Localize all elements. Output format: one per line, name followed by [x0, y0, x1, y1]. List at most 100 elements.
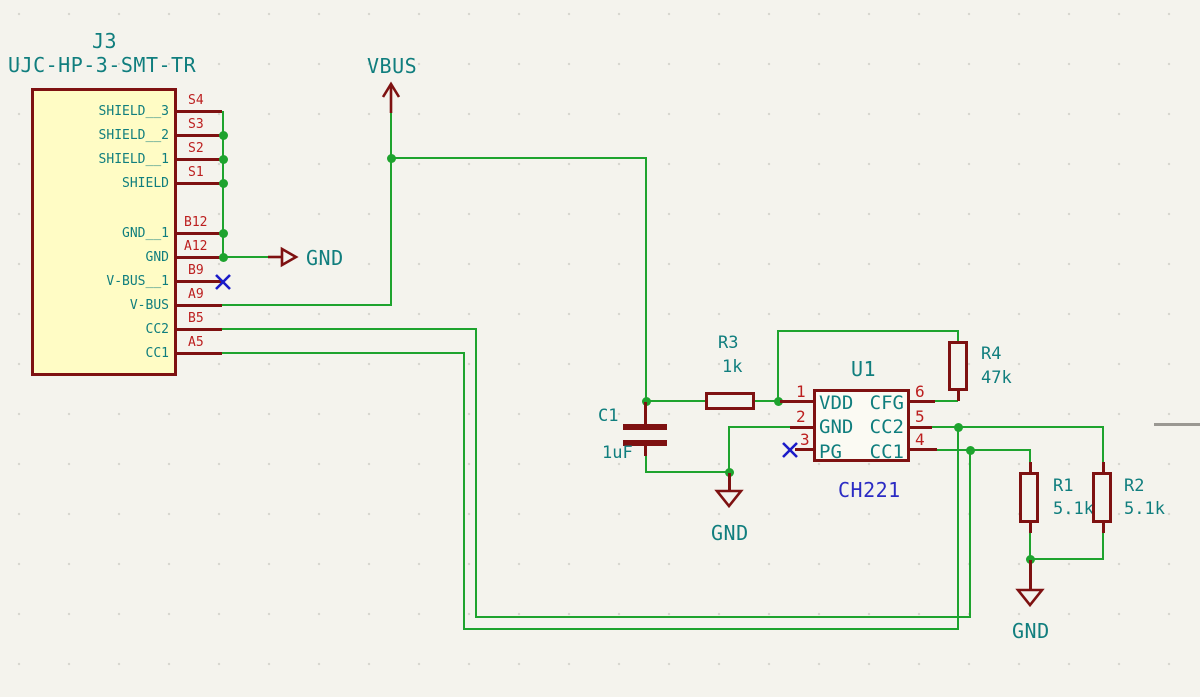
- wire-outer-bottom[interactable]: [463, 628, 959, 630]
- resistor-r1-ref: R1: [1053, 476, 1074, 496]
- wire-inner-left-vertical[interactable]: [475, 329, 477, 618]
- wire-gnd2-drop[interactable]: [728, 426, 730, 472]
- wire-vbus-drop[interactable]: [645, 157, 647, 403]
- junction-dot: [774, 397, 783, 406]
- wire-cc2-pin5[interactable]: [932, 426, 1103, 428]
- pin-s4[interactable]: [177, 110, 222, 113]
- wire-vbus-vertical[interactable]: [390, 112, 392, 306]
- wire-a5-horizontal[interactable]: [222, 352, 465, 354]
- gnd-triangle-icon[interactable]: [714, 489, 744, 509]
- resistor-r2-top-stem[interactable]: [1102, 462, 1105, 472]
- chip-u1-body[interactable]: [813, 389, 910, 462]
- gnd-label-r1r2: GND: [1012, 619, 1050, 643]
- pin-number-a5: A5: [188, 335, 204, 350]
- wire-cc1-pin4[interactable]: [937, 449, 1030, 451]
- pin-number-a9: A9: [188, 287, 204, 302]
- wire-c1-bottom-stem[interactable]: [645, 455, 647, 472]
- capacitor-c1-plate-bottom[interactable]: [623, 440, 667, 446]
- no-connect-icon: [782, 442, 798, 458]
- wire-r1r2-join[interactable]: [1029, 558, 1104, 560]
- junction-dot: [219, 229, 228, 238]
- wire-r4-to-cfg[interactable]: [933, 400, 958, 402]
- resistor-r4-bottom-stem[interactable]: [957, 391, 960, 401]
- wire-inner-right-vertical[interactable]: [969, 450, 971, 618]
- wire-vdd-loop-top[interactable]: [777, 330, 959, 332]
- capacitor-c1-value: 1uF: [602, 443, 633, 463]
- resistor-r4-body[interactable]: [948, 341, 968, 391]
- wire-c1-to-r3[interactable]: [645, 400, 705, 402]
- pin-number-b9: B9: [188, 263, 204, 278]
- pin-name-vbus: V-BUS: [129, 298, 169, 313]
- pin-s1[interactable]: [177, 182, 222, 185]
- wire-r1-bottom[interactable]: [1029, 533, 1031, 560]
- pin-name-u1-cfg: CFG: [869, 392, 904, 414]
- pin-b5[interactable]: [177, 328, 222, 331]
- pin-name-u1-gnd: GND: [819, 416, 854, 438]
- wire-vdd-loop-up[interactable]: [777, 331, 779, 402]
- pin-b9[interactable]: [177, 280, 222, 283]
- pin-u1-5-cc2[interactable]: [910, 426, 932, 429]
- pin-number-1: 1: [796, 382, 806, 401]
- gnd-c1-stem[interactable]: [728, 473, 731, 490]
- wire-vbus-horizontal[interactable]: [390, 157, 647, 159]
- wire-b5-horizontal[interactable]: [222, 328, 477, 330]
- pin-number-5: 5: [915, 407, 925, 426]
- gnd-triangle-icon[interactable]: [1015, 588, 1045, 608]
- junction-dot: [219, 253, 228, 262]
- pin-name-gnd1: GND__1: [122, 226, 169, 241]
- pin-s3[interactable]: [177, 134, 222, 137]
- pin-name-u1-pg: PG: [819, 441, 842, 463]
- resistor-r1-body[interactable]: [1019, 472, 1039, 523]
- resistor-r3-ref: R3: [718, 333, 739, 353]
- gnd-arrow-icon[interactable]: [268, 245, 300, 269]
- resistor-r1-bottom-stem[interactable]: [1029, 523, 1032, 533]
- wire-inner-bottom[interactable]: [475, 616, 971, 618]
- resistor-r3-body[interactable]: [705, 392, 755, 410]
- pin-b12[interactable]: [177, 232, 222, 235]
- pin-u1-6-cfg[interactable]: [910, 400, 935, 403]
- pin-u1-3-pg[interactable]: [795, 448, 813, 451]
- pin-name-cc2: CC2: [145, 322, 169, 337]
- pin-s2[interactable]: [177, 158, 222, 161]
- vbus-arrow-icon[interactable]: [378, 80, 404, 116]
- pin-name-shield1: SHIELD__1: [98, 152, 169, 167]
- pin-a5[interactable]: [177, 352, 222, 355]
- pin-number-b12: B12: [184, 215, 208, 230]
- pin-name-shield2: SHIELD__2: [98, 128, 169, 143]
- junction-dot: [725, 468, 734, 477]
- pin-number-s2: S2: [188, 141, 204, 156]
- pin-a9[interactable]: [177, 304, 222, 307]
- pin-u1-2-gnd[interactable]: [790, 426, 813, 429]
- wire-r1-top-drop[interactable]: [1029, 449, 1031, 463]
- capacitor-c1-bottom-stem[interactable]: [644, 446, 647, 456]
- wire-outer-right-vertical[interactable]: [957, 427, 959, 630]
- wire-r3-to-vdd[interactable]: [755, 400, 782, 402]
- pin-number-a12: A12: [184, 239, 208, 254]
- pin-number-4: 4: [915, 430, 925, 449]
- gnd-r1r2-stem[interactable]: [1029, 560, 1032, 590]
- wire-gnd2-horizontal[interactable]: [728, 426, 792, 428]
- capacitor-c1-plate-top[interactable]: [623, 424, 667, 430]
- wire-c1-bottom[interactable]: [645, 471, 730, 473]
- junction-dot: [387, 154, 396, 163]
- wire-outer-left-vertical[interactable]: [463, 353, 465, 630]
- resistor-r1-top-stem[interactable]: [1029, 462, 1032, 472]
- wire-a12-to-gnd[interactable]: [222, 256, 272, 258]
- wire-r2-top-drop[interactable]: [1102, 426, 1104, 463]
- pin-u1-1-vdd[interactable]: [780, 400, 813, 403]
- resistor-r2-body[interactable]: [1092, 472, 1112, 523]
- pin-name-u1-vdd: VDD: [819, 392, 854, 414]
- resistor-r1-value: 5.1k: [1053, 499, 1094, 519]
- wire-a9-horizontal[interactable]: [222, 304, 392, 306]
- pin-u1-4-cc1[interactable]: [910, 448, 937, 451]
- chip-u1-value: CH221: [838, 478, 901, 502]
- pin-name-cc1: CC1: [145, 346, 169, 361]
- resistor-r2-bottom-stem[interactable]: [1102, 523, 1105, 533]
- capacitor-c1-top-stem[interactable]: [644, 402, 647, 424]
- connector-j3-body[interactable]: [31, 88, 177, 376]
- wire-r2-bottom[interactable]: [1102, 533, 1104, 560]
- wire-r4-top-drop[interactable]: [957, 330, 959, 342]
- pin-a12[interactable]: [177, 256, 222, 259]
- resistor-r2-value: 5.1k: [1124, 499, 1165, 519]
